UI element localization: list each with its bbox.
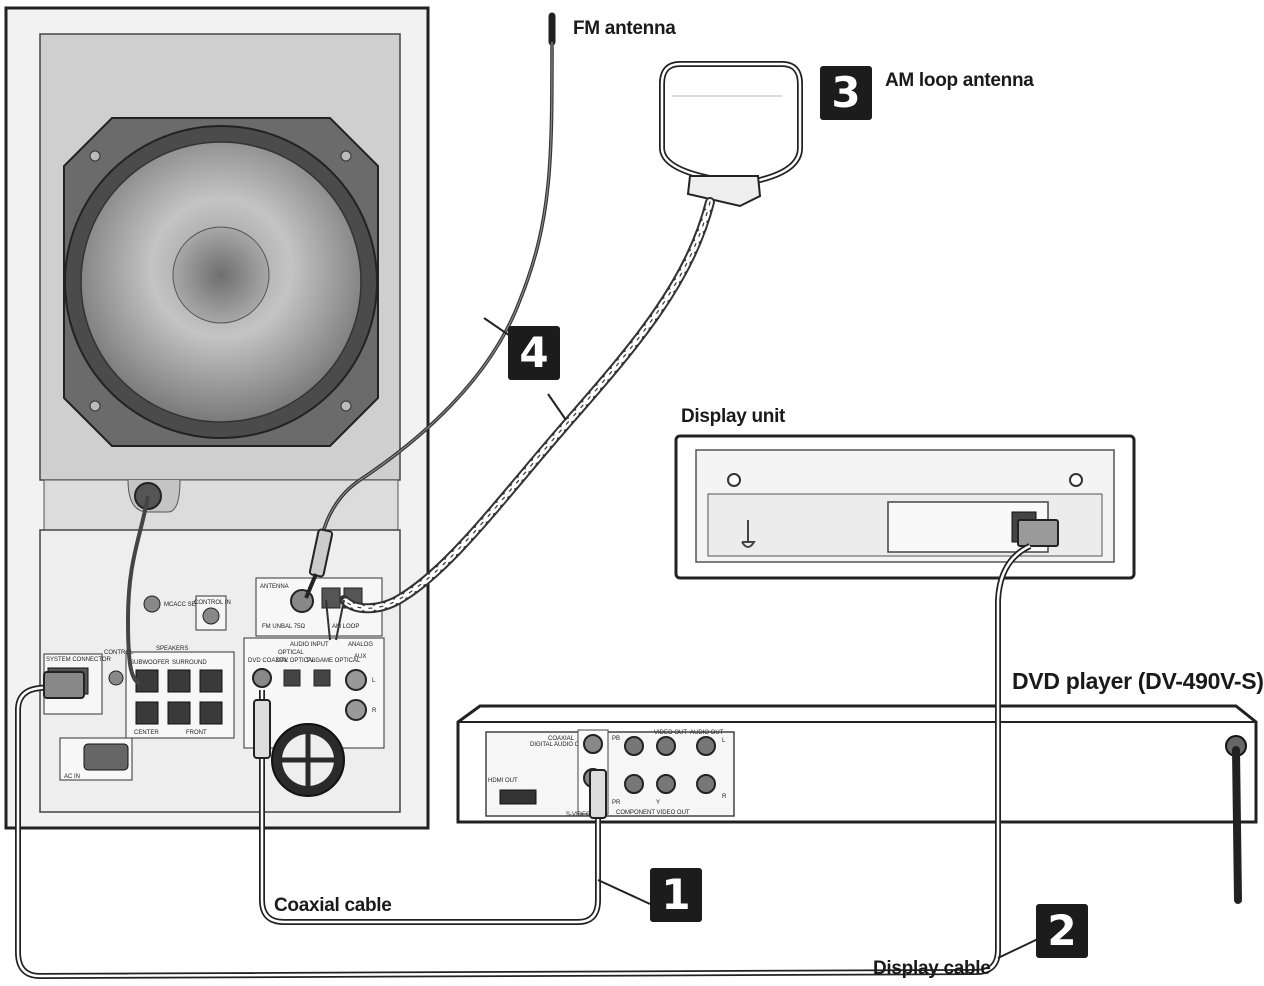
dvd-player: HDMI OUT DIGITAL AUDIO OUT COAXIAL S-VID…	[456, 704, 1258, 904]
am-loop-label: AM LOOP	[332, 624, 359, 630]
coaxial-label: COAXIAL	[548, 736, 575, 742]
control-in-label: CONTROL IN	[194, 600, 231, 606]
dtv-optical-jack	[283, 669, 301, 687]
display-cable	[15, 543, 1032, 979]
dvd-coaxial-jack	[583, 734, 603, 754]
component-video-out-label: COMPONENT VIDEO OUT	[616, 810, 690, 816]
coax-plug-subwoofer	[253, 699, 271, 759]
component-jacks	[624, 736, 716, 794]
speaker-dust-cap	[172, 226, 270, 324]
control-label: CONTROL	[104, 650, 134, 656]
dvd-player-label: DVD player (DV-490V-S)	[1012, 668, 1264, 694]
center-label: CENTER	[134, 730, 159, 736]
control-in-jack	[202, 607, 220, 625]
am-loop-antenna	[659, 61, 803, 208]
display-unit	[674, 434, 1136, 580]
aux-l-label: L	[372, 678, 376, 684]
fm-antenna-label: FM antenna	[573, 18, 676, 39]
am-terminal-1	[321, 587, 341, 609]
pr-label: PR	[612, 800, 621, 806]
display-cable-plug	[1017, 519, 1059, 547]
dvd-coaxial-label: DVD COAXIAL	[248, 658, 289, 664]
am-antenna-base	[686, 175, 762, 208]
tv-optical-jack	[313, 669, 331, 687]
system-connector-label: SYSTEM CONNECTOR	[46, 657, 112, 663]
mcacc-label: MCACC SETUP MIC	[164, 602, 221, 608]
am-loop-antenna-label: AM loop antenna	[885, 70, 1034, 91]
speaker-jacks	[135, 669, 223, 725]
audio-r-label: R	[722, 794, 727, 800]
step-badge-2: 2	[1036, 904, 1088, 958]
cable-channel	[43, 479, 399, 531]
subwoofer-unit: ANTENNA FM UNBAL 75Ω AM LOOP MCACC SETUP…	[4, 6, 430, 830]
step-badge-1: 1	[650, 868, 702, 922]
display-cable-plug-subwoofer	[43, 671, 85, 699]
coaxial-cable	[253, 690, 607, 925]
audio-out-label: AUDIO OUT	[690, 730, 724, 736]
coaxial-cable-label: Coaxial cable	[274, 895, 392, 916]
speakers-label: SPEAKERS	[156, 646, 188, 652]
dtv-optical-label: DTV OPTICAL	[276, 658, 316, 664]
optical-label: OPTICAL	[278, 650, 304, 656]
pb-label: PB	[612, 736, 620, 742]
video-out-label: VIDEO OUT	[654, 730, 687, 736]
surround-label: SURROUND	[172, 660, 207, 666]
analog-label: ANALOG	[348, 642, 373, 648]
subwoofer-label: SUBWOOFER	[130, 660, 170, 666]
antenna-label: ANTENNA	[260, 584, 289, 590]
dvd-coaxial-jack	[252, 668, 272, 688]
audio-l-label: L	[722, 738, 726, 744]
ac-in-label: AC IN	[64, 774, 80, 780]
display-cable-label: Display cable	[873, 958, 991, 979]
dvd-power-cord	[1232, 746, 1242, 904]
step-badge-4: 4	[508, 326, 560, 380]
hdmi-out-label: HDMI OUT	[488, 778, 518, 784]
fm-unbal-label: FM UNBAL 75Ω	[262, 624, 305, 630]
y-label: Y	[656, 800, 660, 806]
aux-r-label: R	[372, 708, 377, 714]
front-label: FRONT	[186, 730, 207, 736]
ac-in-socket	[83, 743, 129, 771]
speaker-screws	[89, 150, 352, 412]
step-badge-3: 3	[820, 66, 872, 120]
display-unit-label: Display unit	[681, 406, 786, 427]
mcacc-jack	[143, 595, 161, 613]
s-video-label: S-VIDEO	[566, 812, 591, 818]
am-antenna-wire	[325, 197, 715, 641]
subwoofer-internal-wire	[125, 495, 150, 686]
audio-input-label: AUDIO INPUT	[290, 642, 329, 648]
tv-game-optical-label: TV/GAME OPTICAL	[306, 658, 361, 664]
coax-plug-dvd	[589, 769, 607, 819]
aux-l-jack	[345, 669, 367, 691]
fm-antenna-wire	[304, 12, 556, 599]
digital-audio-out-label: DIGITAL AUDIO OUT	[530, 742, 588, 748]
aux-r-jack	[345, 699, 367, 721]
aux-label: AUX	[354, 654, 366, 660]
hdmi-port	[499, 789, 537, 805]
